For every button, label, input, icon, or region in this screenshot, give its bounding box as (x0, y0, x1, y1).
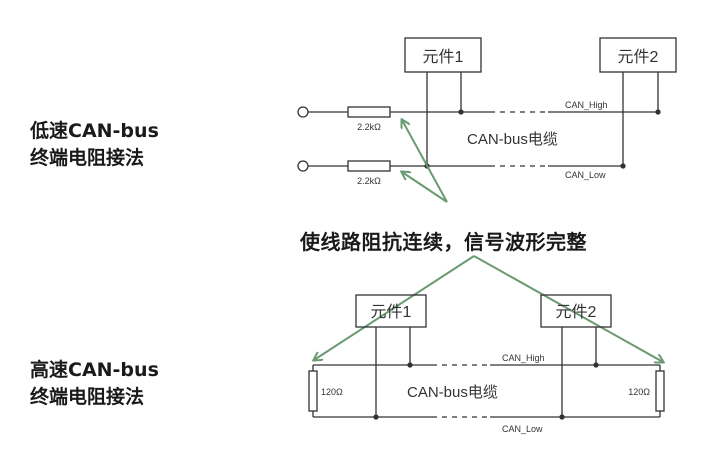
high-resistor-left (308, 370, 318, 412)
high-component2-box (540, 294, 612, 328)
low-can-high-label: CAN_High (565, 100, 608, 110)
high-speed-circuit (308, 294, 665, 420)
low-high-terminal (297, 106, 309, 118)
low-component2-box (599, 37, 677, 73)
arrow-to-right-resistor-icon (473, 255, 663, 362)
low-resistor-bottom (347, 160, 391, 172)
arrow-to-bottom-resistor-icon (402, 172, 448, 203)
low-speed-circuit (297, 37, 677, 172)
high-resistor-left-label: 120Ω (321, 387, 343, 397)
low-resistor-top-label: 2.2kΩ (357, 122, 381, 132)
low-component1-box (404, 37, 482, 73)
high-component1-label: 元件1 (371, 303, 412, 321)
arrow-to-left-resistor-icon (314, 255, 475, 360)
arrow-to-top-resistor-icon (402, 120, 448, 203)
low-cable-label: CAN-bus电缆 (467, 131, 558, 148)
low-low-terminal (297, 160, 309, 172)
high-resistor-right-label: 120Ω (628, 387, 650, 397)
high-speed-title-line2: 终端电阻接法 (30, 386, 145, 408)
high-component1-box (355, 294, 427, 328)
low-component2-label: 元件2 (618, 48, 659, 66)
high-cable-label: CAN-bus电缆 (407, 384, 498, 401)
high-can-high-label: CAN_High (502, 353, 545, 363)
low-speed-arrows (402, 120, 448, 203)
high-speed-title-line1: 高速CAN-bus (30, 359, 159, 381)
high-component2-label: 元件2 (556, 303, 597, 321)
high-can-low-label: CAN_Low (502, 424, 543, 434)
impedance-caption: 使线路阻抗连续，信号波形完整 (300, 230, 587, 254)
low-speed-title: 低速CAN-bus 终端电阻接法 (30, 118, 159, 172)
high-resistor-right (655, 370, 665, 412)
high-speed-title: 高速CAN-bus 终端电阻接法 (30, 357, 159, 411)
low-resistor-bottom-label: 2.2kΩ (357, 176, 381, 186)
low-component1-label: 元件1 (423, 48, 464, 66)
low-resistor-top (347, 106, 391, 118)
low-speed-title-line2: 终端电阻接法 (30, 147, 145, 169)
low-speed-title-line1: 低速CAN-bus (30, 120, 159, 142)
high-speed-arrows (314, 255, 663, 362)
low-can-low-label: CAN_Low (565, 170, 606, 180)
